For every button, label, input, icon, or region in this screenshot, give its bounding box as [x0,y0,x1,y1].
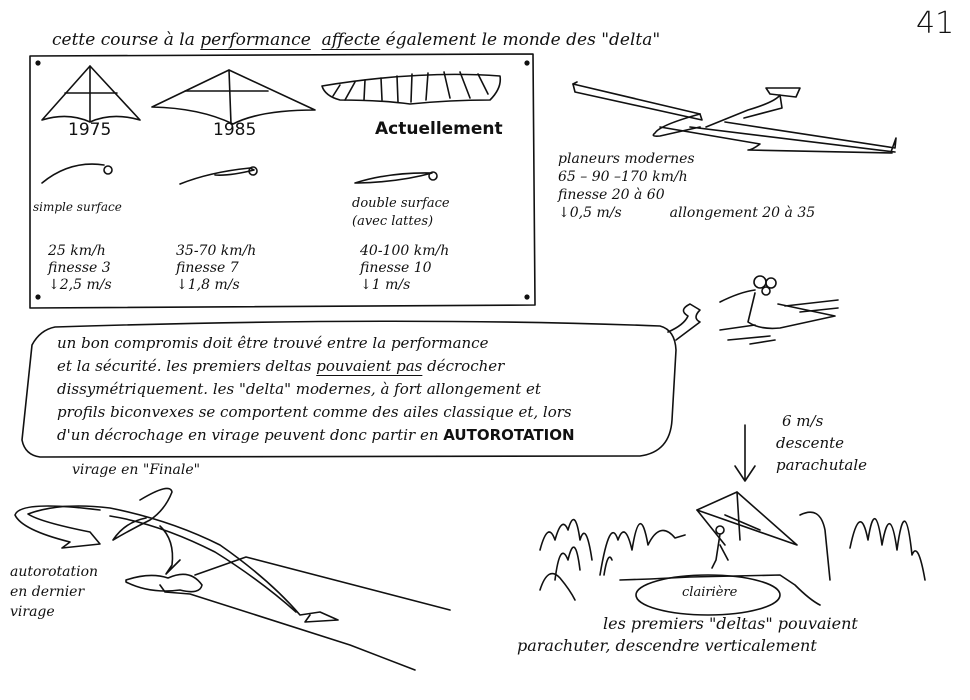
glider-specs: planeurs modernes 65 – 90 –170 km/h fine… [558,150,815,222]
sailplane-icon [572,81,897,154]
heading-part1: cette course à la [52,30,201,50]
label-avec-lattes: (avec lattes) [352,214,434,229]
year-1975: 1975 [68,120,112,140]
parachuting-hangglider-icon [696,491,798,569]
caption-line-2: parachuter, descendre verticalement [517,636,817,655]
speech-bubble-outline [21,320,677,458]
bubble-line-5a: d'un décrochage en virage peuvent donc p… [57,426,444,444]
glider-speed: 65 – 90 –170 km/h [558,169,688,185]
parachutal-caption: les premiers "deltas" pouvaient parachut… [517,613,858,657]
sink-1985: ↓1,8 m/s [176,277,240,293]
label-autorotation: autorotation en dernier virage [10,562,98,622]
bubble-line-2a: et la sécurité. les premiers deltas [57,357,317,375]
label-double-surface: double surface [352,196,450,211]
clearing-ellipse [635,574,781,616]
speed-actuellement: 40-100 km/h [360,243,450,259]
delta-1985-icon [151,69,316,125]
down-arrow-icon [734,424,756,482]
finesse-1975: finesse 3 [48,260,111,276]
label-actuellement: Actuellement [375,119,503,139]
label-virage-finale: virage en "Finale" [72,462,201,478]
speed-1975: 25 km/h [48,243,106,259]
modern-wing-icon [321,71,502,105]
autorotation-line-3: virage [10,604,55,620]
label-simple-surface: simple surface [33,200,122,214]
bubble-line-1: un bon compromis doit être trouvé entre … [57,334,489,352]
speech-bubble-text: un bon compromis doit être trouvé entre … [57,332,575,447]
sink-actuellement: ↓1 m/s [360,277,411,293]
comparison-board-frame [29,53,536,309]
heading-performance: performance [200,30,311,50]
autorotation-line-2: en dernier [10,584,85,600]
parachutal-speed: 6 m/s [782,412,824,430]
heading-part2: également le monde des "delta" [380,30,661,50]
heading-affecte: affecte [321,30,381,50]
profile-1985-icon [179,167,255,185]
bubble-line-2: et la sécurité. les premiers deltas pouv… [57,355,575,378]
autorotation-emphasis: AUTOROTATION [443,426,575,444]
page-number: 41 [916,6,955,41]
finesse-actuellement: finesse 10 [360,260,432,276]
autorotation-line-1: autorotation [10,564,99,580]
glider-finesse: finesse 20 à 60 [558,187,665,203]
parachutal-line-2: parachutale [776,456,868,474]
glider-sink-row: ↓0,5 m/s allongement 20 à 35 [558,204,815,222]
stats-1975: 25 km/h finesse 3 ↓2,5 m/s [48,243,112,294]
sink-1975: ↓2,5 m/s [48,277,112,293]
caption-line-1: les premiers "deltas" pouvaient [603,614,858,633]
bubble-line-3: dissymétriquement. les "delta" modernes,… [57,380,541,398]
forest-clearing-scene [539,511,926,616]
stats-1985: 35-70 km/h finesse 7 ↓1,8 m/s [176,243,256,294]
bird-character-icon [719,275,839,345]
parachutal-line-1: descente [776,434,845,452]
glider-title: planeurs modernes [558,151,695,167]
year-1985: 1985 [213,120,257,140]
final-turn-diagram [14,487,451,671]
bubble-line-2-underlined: pouvaient pas [316,357,423,375]
finesse-1985: finesse 7 [176,260,239,276]
glider-sink: ↓0,5 m/s [558,205,622,221]
bubble-line-2b: décrocher [422,357,505,375]
profile-simple-icon [41,163,105,184]
parachutal-labels: 6 m/s descente parachutale [776,410,867,476]
profile-double-icon [354,172,433,184]
label-clairiere: clairière [682,585,738,600]
speed-1985: 35-70 km/h [176,243,257,259]
bubble-line-4: profils biconvexes se comportent comme d… [57,403,572,421]
bubble-line-5: d'un décrochage en virage peuvent donc p… [57,424,575,447]
delta-1975-icon [41,65,141,123]
glider-aspect-ratio: allongement 20 à 35 [669,205,816,221]
stats-actuellement: 40-100 km/h finesse 10 ↓1 m/s [360,243,449,294]
page-heading: cette course à la performance affecte ég… [52,30,660,50]
